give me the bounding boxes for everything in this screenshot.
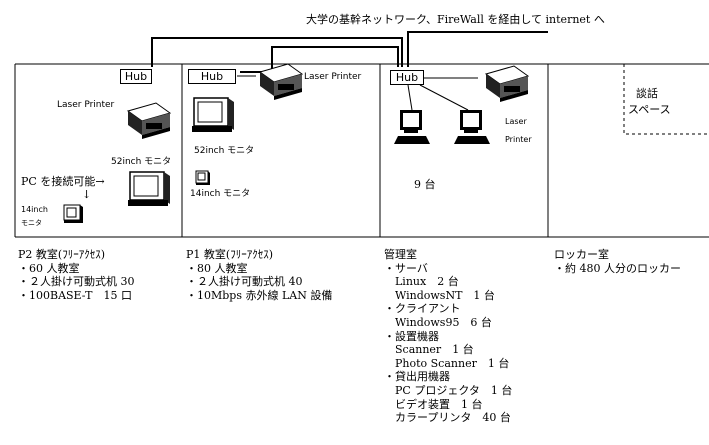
admin-detail: WindowsNT 1 台	[384, 288, 495, 302]
p2-14inch-label: 14inch	[21, 205, 48, 214]
admin-laser-printer-icon	[484, 65, 530, 102]
admin-detail: PC プロジェクタ 1 台	[384, 383, 513, 397]
p1-detail: ・80 人教室	[186, 261, 248, 275]
p1-laser-printer-icon	[258, 63, 304, 100]
locker-detail: ・約 480 人分のロッカー	[554, 261, 681, 275]
p2-printer-label: Laser Printer	[57, 100, 115, 110]
p2-laser-printer-icon	[126, 102, 172, 139]
admin-title: 管理室	[384, 248, 417, 261]
p1-printer-label: Laser Printer	[304, 72, 362, 82]
p2-title: P2 教室(ﾌﾘｰｱｸｾｽ)	[18, 248, 105, 261]
admin-detail: ビデオ装置 1 台	[384, 397, 483, 411]
p2-14inch-monitor-icon	[63, 204, 83, 223]
p1-14inch-monitor-icon	[195, 170, 210, 185]
p1-detail: ・２人掛け可動式机 40	[186, 275, 303, 289]
p2-pc-connect-label: PC を接続可能→	[21, 175, 105, 188]
talk-space-label-2: スペース	[628, 103, 671, 116]
admin-detail: Windows95 6 台	[384, 315, 492, 329]
p2-52inch-monitor-icon	[128, 171, 170, 206]
locker-title: ロッカー室	[554, 248, 609, 261]
locker-description: ロッカー室 ・約 480 人分のロッカー	[554, 248, 681, 275]
backbone-link-p2	[151, 37, 403, 67]
admin-detail: ・設置機器	[384, 329, 439, 343]
p1-detail: ・10Mbps 赤外線 LAN 設備	[186, 288, 333, 302]
backbone-link-p1	[240, 46, 399, 73]
p2-detail: ・100BASE-T 15 口	[18, 288, 132, 302]
p1-14inch-label: 14inch モニタ	[190, 189, 251, 199]
admin-pc-count: 9 台	[414, 178, 436, 191]
p1-title: P1 教室(ﾌﾘｰｱｸｾｽ)	[186, 248, 273, 261]
p1-52inch-label: 52inch モニタ	[194, 146, 255, 156]
p2-description: P2 教室(ﾌﾘｰｱｸｾｽ) ・60 人教室 ・２人掛け可動式机 30 ・100…	[18, 248, 135, 302]
talk-space-label-1: 談話	[636, 87, 658, 100]
admin-detail: ・クライアント	[384, 302, 461, 316]
admin-detail: Linux 2 台	[384, 275, 459, 289]
admin-pc-2-icon	[454, 110, 490, 144]
p2-detail: ・60 人教室	[18, 261, 80, 275]
talk-space-boundary	[623, 64, 709, 135]
p2-hub: Hub	[120, 69, 152, 84]
admin-printer-label-1: Laser	[505, 117, 527, 126]
admin-printer-label-2: Printer	[505, 135, 532, 144]
admin-detail: Scanner 1 台	[384, 343, 474, 357]
admin-detail: Photo Scanner 1 台	[384, 356, 510, 370]
p2-52inch-label: 52inch モニタ	[111, 157, 172, 167]
admin-hub-pc1-link	[407, 84, 413, 111]
backbone-label: 大学の基幹ネットワーク、FireWall を経由して internet へ	[306, 13, 605, 26]
p2-14inch-unit: モニタ	[21, 219, 42, 227]
admin-hub-pc2-link	[419, 84, 469, 111]
admin-description: 管理室 ・サーバ Linux 2 台 WindowsNT 1 台 ・クライアント…	[384, 248, 512, 425]
p2-detail: ・２人掛け可動式机 30	[18, 275, 135, 289]
admin-detail: ・貸出用機器	[384, 370, 450, 384]
admin-hub: Hub	[390, 70, 424, 85]
admin-pc-1-icon	[394, 110, 430, 144]
backbone-uplink	[407, 31, 548, 67]
admin-detail: ・サーバ	[384, 261, 428, 275]
admin-detail: カラープリンタ 40 台	[384, 411, 511, 425]
p1-hub: Hub	[188, 69, 236, 84]
p1-description: P1 教室(ﾌﾘｰｱｸｾｽ) ・80 人教室 ・２人掛け可動式机 40 ・10M…	[186, 248, 332, 302]
p1-52inch-monitor-icon	[192, 97, 234, 132]
p2-arrow-down: ↓	[82, 188, 92, 201]
